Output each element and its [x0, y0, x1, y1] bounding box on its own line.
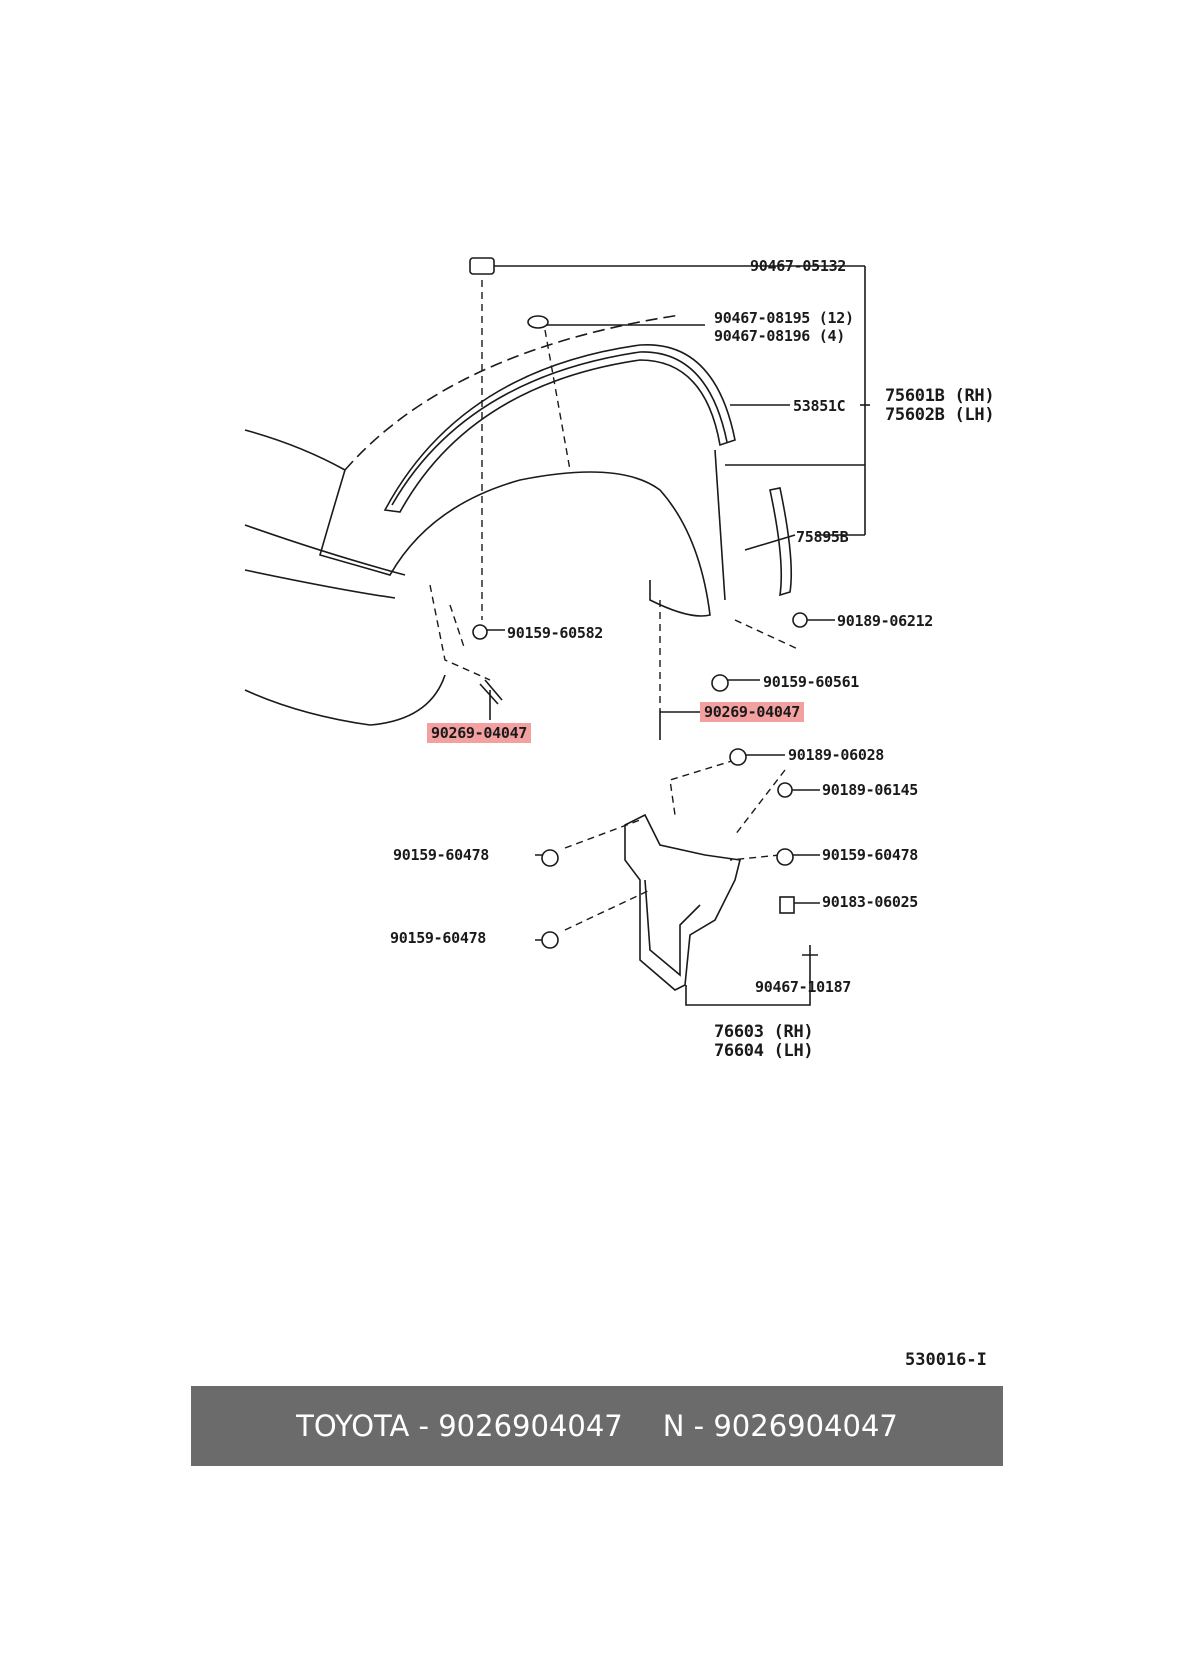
label-75601b: 75601B (RH): [885, 386, 995, 406]
label-90467-10187: 90467-10187: [755, 978, 852, 996]
clip-90467-10187: [802, 945, 818, 970]
label-90159-60478-b: 90159-60478: [822, 846, 919, 864]
label-90189-06028: 90189-06028: [788, 746, 885, 764]
part-number-footer: TOYOTA - 9026904047 N - 9026904047: [191, 1386, 1003, 1466]
bolt-90159-60478-right: [776, 848, 794, 866]
label-75895b: 75895B: [796, 528, 849, 546]
label-90159-60561: 90159-60561: [763, 673, 860, 691]
nut-90183-06025: [779, 896, 795, 914]
bolt-90159-60478-left-top: [541, 849, 559, 867]
label-90159-60478-a: 90159-60478: [393, 846, 490, 864]
bolt-90159-60478-left-bottom: [541, 931, 559, 949]
label-76603: 76603 (RH): [714, 1022, 814, 1042]
bumper-line: [244, 674, 446, 726]
mudflap: [624, 813, 741, 991]
hood-line: [244, 429, 346, 471]
label-90269-04047-right[interactable]: 90269-04047: [700, 702, 805, 722]
label-75602b: 75602B (LH): [885, 405, 995, 425]
strip-75895b: [769, 487, 793, 597]
fender-rear: [714, 449, 726, 601]
label-76604: 76604 (LH): [714, 1041, 814, 1061]
bolt-90189-06145: [777, 782, 793, 798]
label-53851c: 53851C: [793, 397, 846, 415]
label-90159-60582: 90159-60582: [507, 624, 604, 642]
screw-90269-04047-left: [479, 679, 503, 705]
label-90189-06212: 90189-06212: [837, 612, 934, 630]
label-90159-60478-c: 90159-60478: [390, 929, 487, 947]
bolt-90189-06212: [792, 612, 808, 628]
label-90467-05132: 90467-05132: [750, 257, 847, 275]
mudflap-inner: [644, 879, 701, 977]
bolt-90159-60582: [472, 624, 488, 640]
arch-moulding: [383, 344, 736, 513]
body-line-1: [244, 524, 406, 576]
clip-90467-05132: [469, 257, 495, 275]
label-90269-04047-left[interactable]: 90269-04047: [427, 723, 532, 743]
diagram-code: 530016-I: [905, 1350, 987, 1370]
body-line-2: [244, 569, 396, 599]
fender-top: [344, 314, 681, 471]
clip-90467-08195: [527, 315, 549, 329]
label-90183-06025: 90183-06025: [822, 893, 919, 911]
arch-moulding-inner: [391, 351, 728, 506]
bolt-90159-60561: [711, 674, 729, 692]
bolt-90189-06028: [729, 748, 747, 766]
fender-body: [319, 469, 711, 617]
alt-part-number: N - 9026904047: [662, 1409, 898, 1443]
label-90189-06145: 90189-06145: [822, 781, 919, 799]
label-90467-08195: 90467-08195 (12): [714, 309, 854, 327]
brand-part-number: TOYOTA - 9026904047: [296, 1409, 623, 1443]
label-90467-08196: 90467-08196 (4): [714, 327, 845, 345]
